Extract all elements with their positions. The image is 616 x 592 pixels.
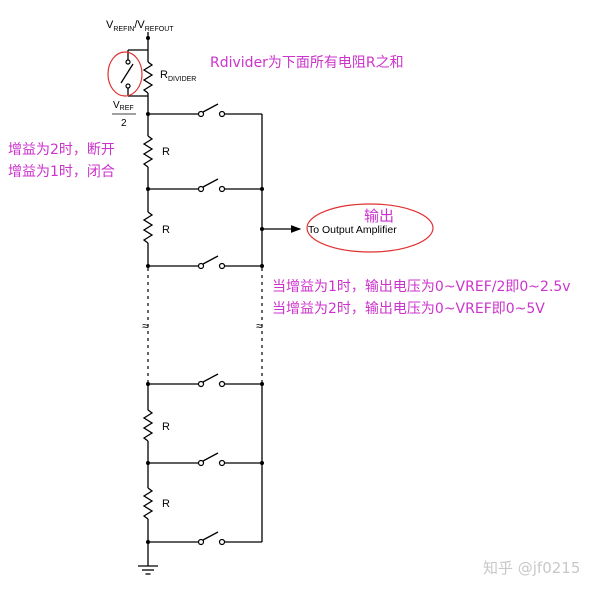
break-mark-right: ≈ [256, 319, 263, 333]
watermark: 知乎 @jf0215 [483, 559, 580, 577]
gain2-open-note: 增益为2时，断开 [8, 142, 115, 158]
switch-row-3 [148, 255, 262, 270]
resistor-2-label: R [162, 224, 170, 236]
to-output-label: To Output Amplifier [308, 224, 397, 236]
output-highlight [306, 203, 434, 253]
rdivider-note: Rdivider为下面所有电阻R之和 [210, 55, 404, 71]
gain2-output-note: 当增益为2时，输出电压为0~VREF即0~5V [272, 301, 545, 317]
resistor-4-label: R [162, 498, 170, 510]
resistor-2 [142, 211, 154, 244]
resistor-4 [142, 487, 154, 520]
switch-row-6 [148, 531, 262, 546]
gain1-output-note: 当增益为1时，输出电压为0~VREF/2即0~2.5v [272, 279, 571, 295]
bypass-switch-blade [120, 63, 134, 84]
bypass-switch-highlight [107, 51, 143, 97]
resistor-3 [142, 409, 154, 442]
switch-row-1 [148, 103, 262, 118]
rdivider-label: RDIVIDER [160, 69, 196, 83]
bypass-switch-contact-top [125, 59, 131, 65]
resistor-1 [142, 135, 154, 168]
break-mark-left: ≈ [142, 319, 149, 333]
rdivider-resistor [142, 61, 154, 94]
vrefin-label: VREFIN/VREFOUT [106, 19, 174, 33]
resistor-1-label: R [162, 146, 170, 158]
output-note: 输出 [364, 207, 394, 225]
vref-label: VREF [113, 100, 134, 112]
switch-row-2 [148, 178, 262, 193]
vref-denominator: 2 [121, 118, 127, 129]
bypass-switch-contact-bottom [125, 83, 131, 89]
switch-row-5 [148, 452, 262, 467]
switch-row-4 [148, 373, 262, 388]
gain1-close-note: 增益为1时，闭合 [8, 164, 115, 180]
resistor-3-label: R [162, 421, 170, 433]
